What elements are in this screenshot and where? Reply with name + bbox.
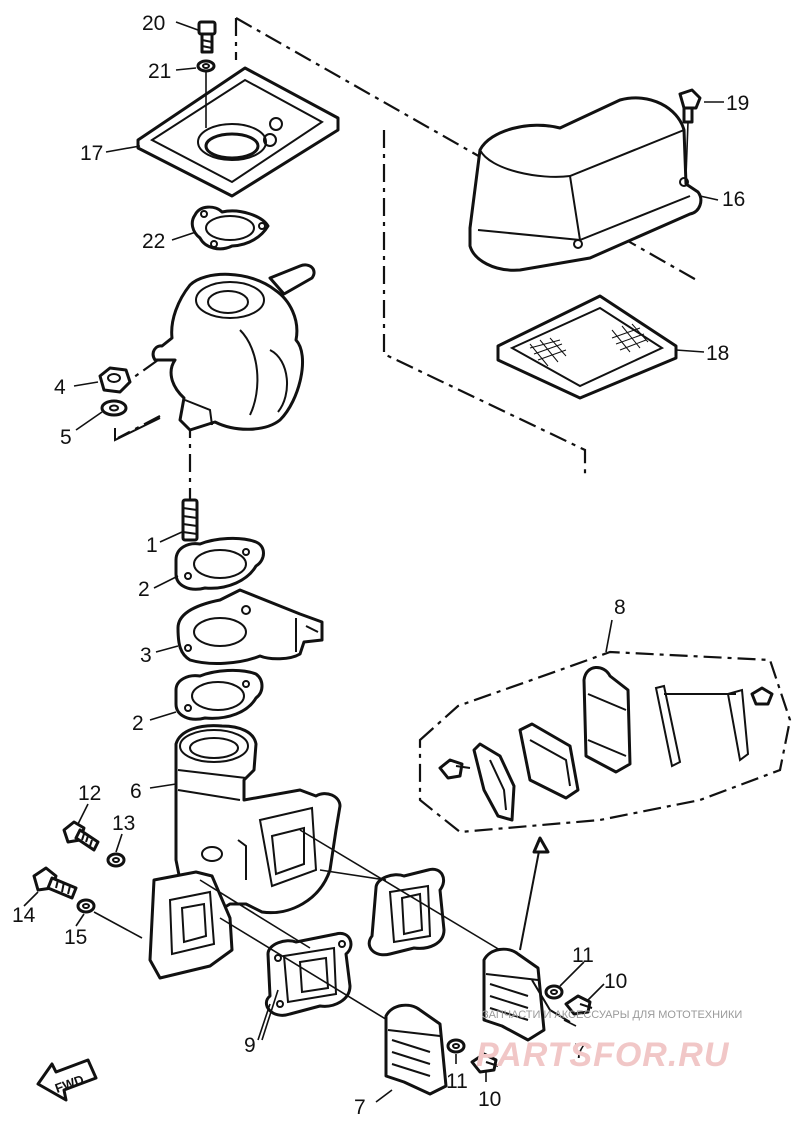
part-7-reed-valve-upper — [482, 947, 571, 1042]
callout-6: 6 — [130, 780, 142, 803]
part-6-intake-manifold — [174, 724, 342, 915]
part-8-reed-kit-boundary — [418, 619, 792, 951]
part-21-washer — [196, 59, 216, 128]
fwd-arrow-icon: FWD — [36, 1058, 98, 1102]
callout-3: 3 — [140, 644, 152, 667]
callout-18: 18 — [706, 342, 729, 365]
callout-19: 19 — [726, 92, 749, 115]
callout-8: 8 — [614, 596, 626, 619]
part-2-gasket-upper — [174, 536, 265, 591]
callout-21: 21 — [148, 60, 171, 83]
callout-15: 15 — [64, 926, 87, 949]
reference-lines — [114, 17, 701, 500]
part-9-gasket-right — [367, 867, 446, 957]
callout-leaders — [23, 21, 724, 1103]
watermark-brand: PARTSFOR.RU — [476, 1036, 730, 1074]
part-9-gasket — [261, 931, 353, 1041]
part-3-plate — [176, 588, 324, 665]
part-15-washer — [76, 898, 143, 939]
part-14-bolt — [32, 866, 78, 900]
part-17-cover-plate — [136, 66, 340, 198]
carburetor-body — [151, 263, 316, 432]
part-1-stud — [181, 498, 199, 542]
part-22-gasket — [190, 205, 270, 251]
callout-10-lower: 10 — [478, 1088, 501, 1111]
callout-11-lower: 11 — [446, 1070, 468, 1093]
flange-plate-left — [148, 870, 234, 980]
callout-9: 9 — [244, 1034, 256, 1057]
part-2-gasket-lower — [174, 668, 264, 721]
callout-2-lower: 2 — [132, 712, 144, 735]
callout-10-upper: 10 — [604, 970, 627, 993]
callout-7-upper: 7 — [574, 1040, 586, 1063]
part-5-washer — [100, 399, 128, 417]
part-10-screw-lower — [470, 1052, 499, 1074]
part-19-bolt — [678, 88, 702, 177]
callout-1: 1 — [146, 534, 158, 557]
callout-22: 22 — [142, 230, 165, 253]
part-13-washer — [106, 852, 126, 868]
part-11-washer-upper — [544, 984, 564, 1000]
callout-17: 17 — [80, 142, 103, 165]
part-4-nut — [98, 366, 132, 394]
part-10-screw-upper — [564, 994, 593, 1016]
part-7-reed-valve-lower — [384, 1003, 448, 1096]
callout-13: 13 — [112, 812, 135, 835]
callout-12: 12 — [78, 782, 101, 805]
callout-14: 14 — [12, 904, 36, 927]
callout-11-upper: 11 — [572, 944, 594, 967]
callout-20: 20 — [142, 12, 165, 35]
callout-4: 4 — [54, 376, 66, 399]
part-16-silencer-cover — [468, 96, 703, 272]
callout-16: 16 — [722, 188, 745, 211]
part-8-reed-kit-parts — [438, 666, 774, 822]
part-18-filter-element — [496, 294, 678, 400]
callout-2-upper: 2 — [138, 578, 150, 601]
callout-labels: 20 21 17 22 4 5 1 2 3 2 6 12 13 14 15 9 … — [12, 12, 749, 1119]
part-12-bolt — [62, 820, 100, 852]
watermark-caption: ЗАПЧАСТИ И АКСЕССУАРЫ ДЛЯ МОТОТЕХНИКИ — [482, 1009, 742, 1021]
watermark: ЗАПЧАСТИ И АКСЕССУАРЫ ДЛЯ МОТОТЕХНИКИ PA… — [476, 1009, 742, 1074]
part-20-bolt — [197, 20, 217, 54]
callout-7-lower: 7 — [354, 1096, 366, 1119]
callout-5: 5 — [60, 426, 72, 449]
part-11-washer-lower — [446, 1038, 466, 1054]
